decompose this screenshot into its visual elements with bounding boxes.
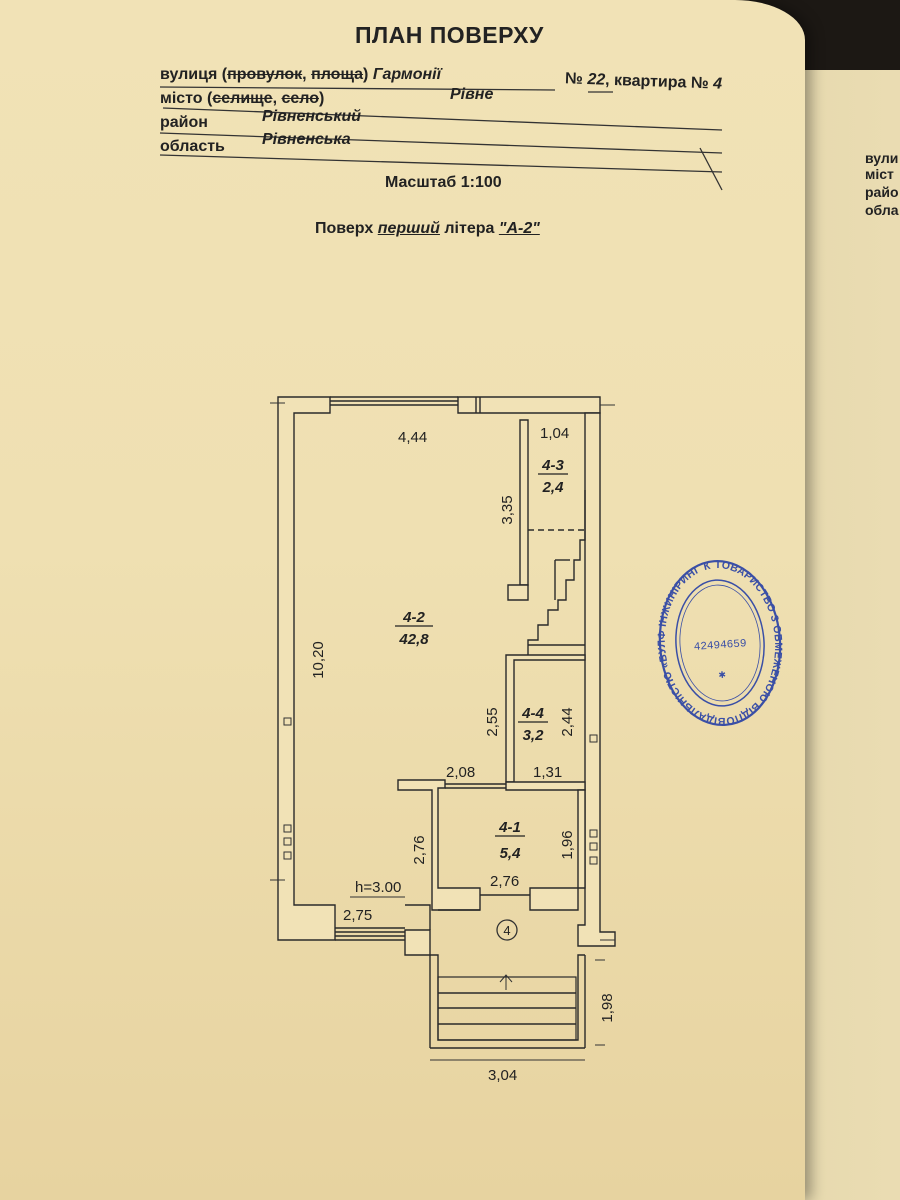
city-alt-comma: , bbox=[272, 90, 278, 107]
dim-room44-width: 1,31 bbox=[533, 764, 562, 781]
company-stamp: ТОВАРИСТВО З ОБМЕЖЕНОЮ ВІДПОВІДАЛЬНІСТЮ … bbox=[655, 548, 785, 732]
dim-stair-height: 3,35 bbox=[499, 495, 516, 524]
dim-corridor-width: 2,08 bbox=[446, 764, 475, 781]
side-line-1: вули bbox=[865, 150, 899, 166]
room-4-3-area: 2,4 bbox=[542, 479, 565, 496]
dim-room44-left: 2,55 bbox=[484, 707, 501, 736]
district-value: Рівненський bbox=[262, 108, 362, 125]
dim-room41-width: 2,76 bbox=[490, 873, 519, 890]
room-4-4-number: 4-4 bbox=[521, 705, 544, 722]
room-4-2-number: 4-2 bbox=[402, 609, 425, 626]
dim-top-width: 4,44 bbox=[398, 429, 427, 446]
region-label: область bbox=[160, 138, 225, 155]
street-value: Гармонії bbox=[372, 66, 442, 83]
entry-arrow bbox=[499, 974, 513, 990]
room-4-2-area: 42,8 bbox=[398, 631, 429, 648]
city-value: Рівне bbox=[450, 86, 494, 103]
city-alt-village: село bbox=[281, 90, 319, 107]
city-alt-town: селище bbox=[212, 90, 273, 107]
dim-bottom-left: 2,75 bbox=[343, 907, 372, 924]
dim-room41-left: 2,76 bbox=[411, 835, 428, 864]
wall-marks bbox=[283, 717, 598, 865]
dimension-ticks bbox=[270, 402, 615, 1061]
plan-walls bbox=[277, 396, 616, 1049]
city-line: місто (селище, село) bbox=[160, 90, 324, 108]
floor-line: Поверх перший літера "А-2" bbox=[315, 220, 540, 238]
room-4-1-number: 4-1 bbox=[498, 819, 521, 836]
room-4-1-area: 5,4 bbox=[500, 845, 522, 862]
dim-stair-width: 1,04 bbox=[540, 425, 569, 442]
stamp-code: 42494659 bbox=[693, 638, 747, 654]
room-4-3-number: 4-3 bbox=[541, 457, 564, 474]
entrance-marker-label: 4 bbox=[503, 923, 510, 938]
city-label: місто bbox=[160, 90, 203, 107]
dim-ceiling-height: h=3.00 bbox=[355, 879, 401, 896]
dim-porch-width: 3,04 bbox=[488, 1067, 517, 1084]
dim-room41-right: 1,96 bbox=[559, 830, 576, 859]
street-alt-lane: провулок bbox=[227, 66, 303, 83]
entrance-marker-icon bbox=[496, 919, 518, 941]
side-line-2: міст bbox=[865, 166, 894, 182]
page-title: ПЛАН ПОВЕРХУ bbox=[355, 22, 544, 48]
floor-prefix: Поверх bbox=[315, 220, 374, 237]
side-line-3: райо bbox=[865, 184, 899, 200]
floor-value: перший bbox=[377, 220, 440, 237]
floor-plan: 4 4,44 1,04 10,20 3,35 2,55 2,44 2,08 1,… bbox=[270, 396, 616, 1084]
dim-left-height: 10,20 bbox=[310, 641, 327, 679]
letter-value: "А-2" bbox=[498, 220, 540, 237]
street-label: вулиця bbox=[160, 66, 218, 83]
street-alt-square: площа bbox=[311, 66, 364, 83]
dim-room44-right: 2,44 bbox=[559, 707, 576, 736]
street-line: вулиця (провулок, площа) Гармонії bbox=[160, 66, 441, 84]
room-4-4-area: 3,2 bbox=[523, 727, 545, 744]
side-line-4: обла bbox=[865, 202, 899, 218]
street-alt-close: ) bbox=[363, 66, 369, 83]
scale-label: Масштаб 1:100 bbox=[385, 174, 502, 191]
street-alt-open: ( bbox=[221, 66, 228, 83]
city-alt-close: ) bbox=[319, 90, 325, 107]
address-underlines bbox=[159, 86, 723, 191]
document-page: ПЛАН ПОВЕРХУ вулиця (провулок, площа) Га… bbox=[0, 0, 805, 1200]
dimension-labels: 4,44 1,04 10,20 3,35 2,55 2,44 2,08 1,31… bbox=[310, 425, 616, 1084]
letter-label: літера bbox=[444, 220, 495, 237]
street-alt-comma: , bbox=[302, 66, 307, 83]
region-value: Рівненська bbox=[262, 131, 351, 148]
city-alt-open: ( bbox=[207, 90, 213, 107]
stamp-star-icon: ✱ bbox=[718, 670, 726, 681]
dim-porch-height: 1,98 bbox=[599, 993, 616, 1022]
district-label: район bbox=[160, 114, 208, 131]
room-labels: 4-2 42,8 4-3 2,4 4-4 3,2 4-1 5,4 bbox=[395, 457, 568, 862]
